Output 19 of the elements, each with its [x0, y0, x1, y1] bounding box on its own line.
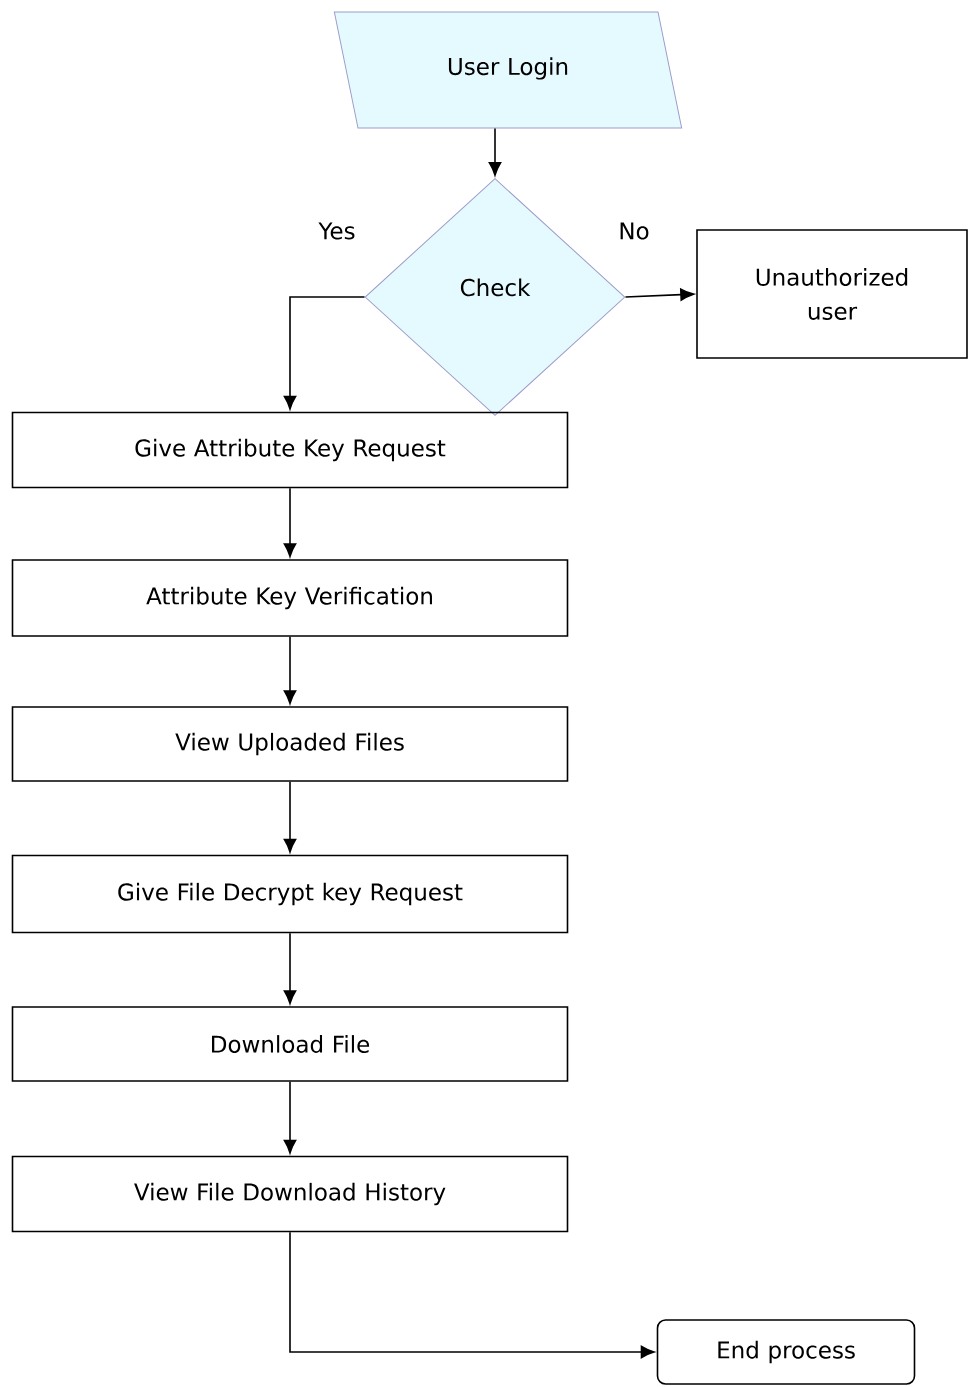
arrow	[283, 296, 366, 410]
process-box: Attribute Key Verification	[11, 559, 569, 637]
process-box: Unauthorized user	[696, 229, 968, 359]
edge-label: Yes	[318, 222, 355, 240]
process-box: Download File	[11, 1006, 569, 1082]
arrow	[283, 932, 297, 1005]
arrow	[289, 1231, 655, 1359]
arrow	[283, 487, 297, 558]
arrow	[283, 1081, 297, 1154]
terminal-box: End process	[656, 1319, 916, 1385]
arrow	[624, 288, 695, 301]
arrow	[488, 127, 502, 176]
arrow	[283, 781, 297, 853]
input-parallelogram: User Login	[333, 11, 683, 129]
process-box: View File Download History	[11, 1155, 569, 1233]
process-box: View Uploaded Files	[11, 706, 569, 782]
process-box: Give Attribute Key Request	[11, 411, 569, 489]
arrow	[283, 636, 297, 705]
process-box: Give File Decrypt key Request	[11, 854, 569, 934]
